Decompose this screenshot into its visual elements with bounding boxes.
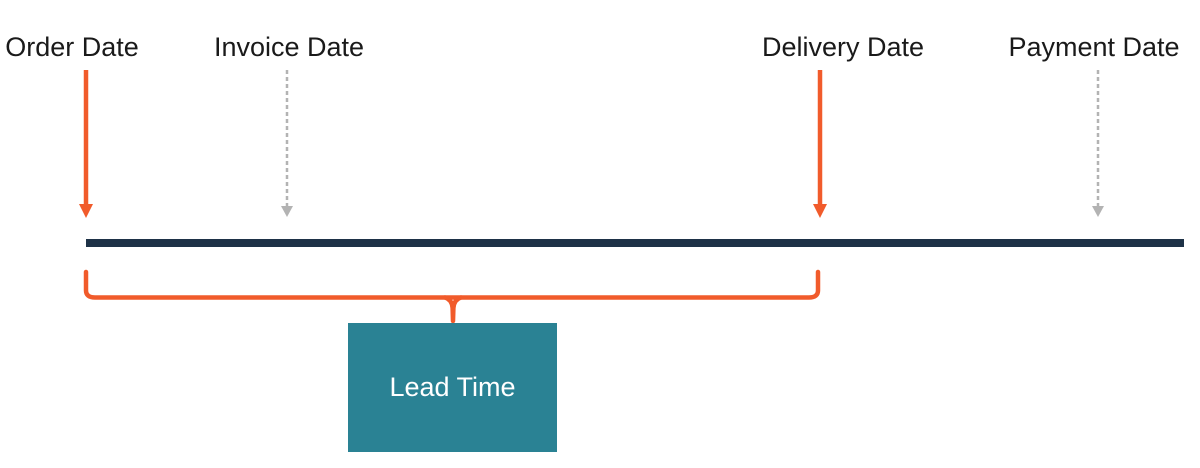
marker-label-order-date: Order Date <box>5 32 139 62</box>
order-date-arrow-icon <box>79 70 93 218</box>
marker-label-delivery-date: Delivery Date <box>761 32 925 62</box>
lead-time-brace-pointer <box>442 295 464 324</box>
marker-label-payment-date: Payment Date <box>1008 32 1180 62</box>
payment-date-arrow-icon <box>1092 70 1104 217</box>
lead-time-label: Lead Time <box>389 372 516 402</box>
lead-time-box: Lead Time <box>348 323 557 452</box>
lead-time-brace <box>83 269 821 300</box>
marker-label-invoice-date: Invoice Date <box>213 32 365 62</box>
delivery-date-arrow-icon <box>813 70 827 218</box>
invoice-date-arrow-icon <box>281 70 293 217</box>
timeline-bar <box>86 239 1184 247</box>
